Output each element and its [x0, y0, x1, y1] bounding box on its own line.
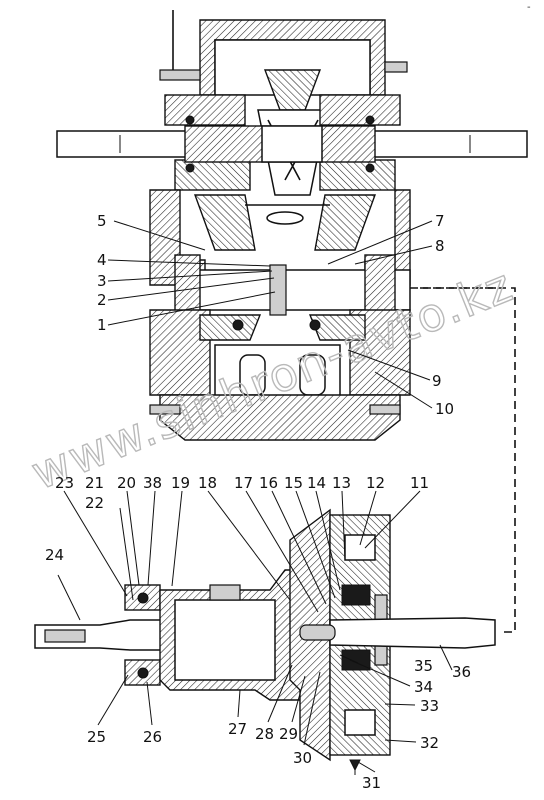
- upper-assembly: [56, 10, 528, 633]
- corner-mark: -: [527, 2, 531, 13]
- label-9: 9: [432, 372, 442, 390]
- lower-assembly: [34, 508, 496, 775]
- label-34: 34: [414, 678, 433, 696]
- label-30: 30: [293, 749, 312, 767]
- label-10: 10: [435, 400, 454, 418]
- label-20: 20: [117, 474, 136, 492]
- leader-lines: [57, 220, 453, 773]
- label-13: 13: [332, 474, 351, 492]
- label-14: 14: [307, 474, 326, 492]
- label-33: 33: [420, 697, 439, 715]
- label-26: 26: [143, 728, 162, 746]
- label-19: 19: [171, 474, 190, 492]
- label-3: 3: [97, 272, 107, 290]
- label-22: 22: [85, 494, 104, 512]
- label-29: 29: [279, 725, 298, 743]
- label-27: 27: [228, 720, 247, 738]
- label-11: 11: [410, 474, 429, 492]
- label-2: 2: [97, 291, 107, 309]
- label-15: 15: [284, 474, 303, 492]
- label-23: 23: [55, 474, 74, 492]
- label-7: 7: [435, 212, 445, 230]
- label-24: 24: [45, 546, 64, 564]
- label-21: 21: [85, 474, 104, 492]
- label-17: 17: [234, 474, 253, 492]
- label-38: 38: [143, 474, 162, 492]
- label-32: 32: [420, 734, 439, 752]
- label-28: 28: [255, 725, 274, 743]
- part-labels: 5 4 3 2 1 7 8 9 10 11 12 13 14 15 16 17 …: [45, 212, 471, 792]
- label-5: 5: [97, 212, 107, 230]
- label-4: 4: [97, 251, 107, 269]
- label-1: 1: [97, 316, 107, 334]
- label-35: 35: [414, 657, 433, 675]
- label-12: 12: [366, 474, 385, 492]
- label-8: 8: [435, 237, 445, 255]
- label-25: 25: [87, 728, 106, 746]
- label-18: 18: [198, 474, 217, 492]
- label-36: 36: [452, 663, 471, 681]
- label-16: 16: [259, 474, 278, 492]
- label-31: 31: [362, 774, 381, 792]
